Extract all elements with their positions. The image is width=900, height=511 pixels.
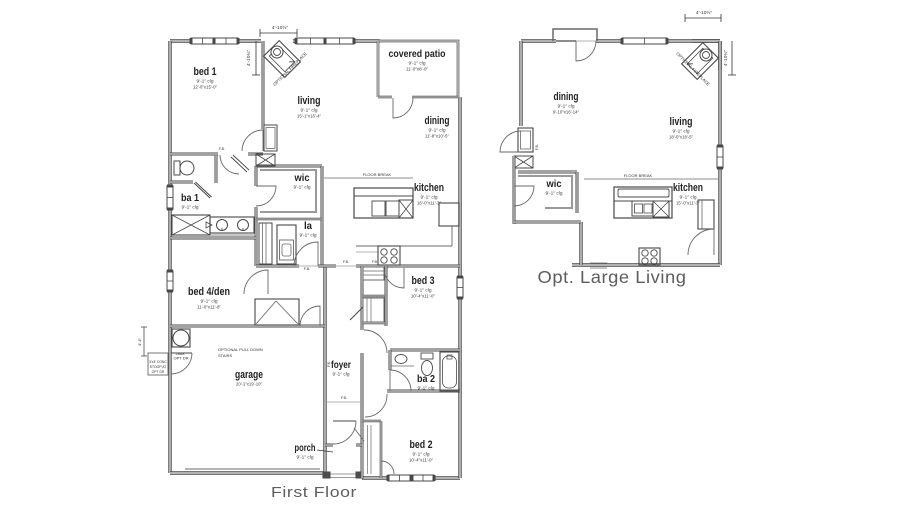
svg-text:9′-10″x16′-14″: 9′-10″x16′-14″ <box>553 110 579 115</box>
svg-text:9′-1″ clg: 9′-1″ clg <box>409 61 426 66</box>
svg-text:9′-1″ clg: 9′-1″ clg <box>301 108 318 113</box>
svg-text:9′-1″ clg: 9′-1″ clg <box>297 455 314 460</box>
svg-text:F.B.: F.B. <box>304 267 310 271</box>
svg-text:9′-1″ clg: 9′-1″ clg <box>197 79 214 84</box>
svg-text:9′-1″ clg: 9′-1″ clg <box>415 288 432 293</box>
svg-text:bed 4/den: bed 4/den <box>188 286 230 298</box>
svg-text:9′-1″ clg: 9′-1″ clg <box>201 299 218 304</box>
svg-text:15′-1″x16′-4″: 15′-1″x16′-4″ <box>297 114 321 119</box>
svg-text:kitchen: kitchen <box>673 182 703 194</box>
svg-text:dining: dining <box>425 115 450 127</box>
svg-text:F.B.: F.B. <box>341 396 347 400</box>
svg-text:F.B.: F.B. <box>327 361 331 367</box>
svg-text:covered patio: covered patio <box>389 48 446 60</box>
svg-text:10′-4″x11′-0″: 10′-4″x11′-0″ <box>409 458 433 463</box>
svg-text:20′-1″x19′-10″: 20′-1″x19′-10″ <box>236 382 262 387</box>
svg-text:porch: porch <box>295 442 316 454</box>
svg-text:F.B.: F.B. <box>372 260 378 264</box>
svg-text:FLOOR BREAK: FLOOR BREAK <box>363 172 392 177</box>
svg-text:wic: wic <box>294 172 310 184</box>
svg-text:F.B.: F.B. <box>343 260 349 264</box>
svg-text:FLOOR BREAK: FLOOR BREAK <box>624 173 653 178</box>
svg-text:bed 2: bed 2 <box>410 439 433 451</box>
svg-text:10′-4″x11′-0″: 10′-4″x11′-0″ <box>411 294 435 299</box>
svg-text:wic: wic <box>546 178 562 190</box>
svg-text:First Floor: First Floor <box>271 484 357 501</box>
svg-text:living: living <box>670 116 693 128</box>
svg-text:OPT DR: OPT DR <box>152 370 165 374</box>
svg-text:11′-0″x11′-8″: 11′-0″x11′-8″ <box>197 305 221 310</box>
svg-text:bed 1: bed 1 <box>194 66 217 78</box>
svg-text:OPT DR: OPT DR <box>173 356 188 361</box>
svg-text:4′-4″: 4′-4″ <box>137 337 142 346</box>
svg-text:11′-8″x10′-5″: 11′-8″x10′-5″ <box>425 134 449 139</box>
svg-text:9′-1″ clg: 9′-1″ clg <box>413 452 430 457</box>
svg-text:4′-10½″: 4′-10½″ <box>272 24 289 31</box>
svg-text:9′-1″ clg: 9′-1″ clg <box>429 128 446 133</box>
svg-text:dining: dining <box>554 91 579 103</box>
svg-text:15′-0″x11′-3″: 15′-0″x11′-3″ <box>676 201 700 206</box>
svg-text:kitchen: kitchen <box>414 182 444 194</box>
svg-text:bed 3: bed 3 <box>412 275 435 287</box>
svg-text:Opt. Large Living: Opt. Large Living <box>538 267 687 287</box>
svg-text:STAIRS: STAIRS <box>218 353 232 358</box>
svg-text:12′-0″x15′-0″: 12′-0″x15′-0″ <box>193 85 217 90</box>
svg-text:9′-1″ clg: 9′-1″ clg <box>182 205 199 210</box>
svg-text:OPTIONAL PULL DOWN: OPTIONAL PULL DOWN <box>218 347 263 352</box>
svg-text:18′-0″x18′-5″: 18′-0″x18′-5″ <box>669 135 693 140</box>
svg-text:living: living <box>298 95 321 107</box>
svg-text:ba 1: ba 1 <box>181 192 199 204</box>
svg-text:9′-1″ clg: 9′-1″ clg <box>418 386 435 391</box>
svg-text:la: la <box>304 220 312 232</box>
svg-text:F.B.: F.B. <box>219 147 225 151</box>
svg-text:9′-1″ clg: 9′-1″ clg <box>558 104 575 109</box>
svg-text:9′-1″ clg: 9′-1″ clg <box>546 191 563 196</box>
svg-text:16′-0″x11′-3″: 16′-0″x11′-3″ <box>417 201 441 206</box>
svg-text:foyer: foyer <box>331 359 351 371</box>
svg-text:garage: garage <box>235 369 263 381</box>
svg-text:9′-1″ clg: 9′-1″ clg <box>680 195 697 200</box>
svg-text:11′-0″x8′-0″: 11′-0″x8′-0″ <box>406 67 428 72</box>
svg-text:F.B.: F.B. <box>535 144 539 150</box>
svg-text:9′-1″ clg: 9′-1″ clg <box>673 129 690 134</box>
svg-text:4′-10½″: 4′-10½″ <box>696 9 713 16</box>
svg-text:4′-10¾″: 4′-10¾″ <box>246 50 252 67</box>
svg-text:3′x3′ CONC: 3′x3′ CONC <box>149 360 167 364</box>
svg-text:9′-1″ clg: 9′-1″ clg <box>333 372 350 377</box>
svg-text:9′-1″ clg: 9′-1″ clg <box>300 233 317 238</box>
svg-text:ba 2: ba 2 <box>417 373 435 385</box>
svg-text:4′-10¾″: 4′-10¾″ <box>723 50 729 67</box>
svg-text:9′-1″ clg: 9′-1″ clg <box>421 195 438 200</box>
svg-text:9′-1″ clg: 9′-1″ clg <box>294 185 311 190</box>
svg-text:STOOP AT: STOOP AT <box>150 365 167 369</box>
